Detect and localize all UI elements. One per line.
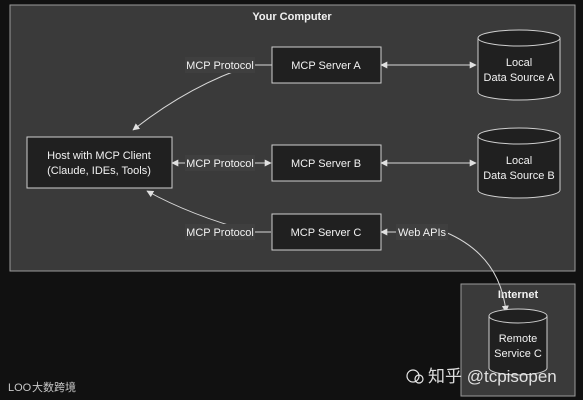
brand-logo: LOO [8, 382, 32, 394]
data-source-a-line1: Local [506, 57, 532, 69]
brand-watermark: LOO 大数跨境 [8, 380, 76, 394]
host-label-line1: Host with MCP Client [47, 150, 151, 162]
zhihu-logo-icon-secondary [414, 374, 424, 384]
server-a-node[interactable]: MCP Server A [271, 46, 382, 84]
zhihu-text: 知乎 @tcpisopen [428, 367, 557, 386]
data-source-b-line1: Local [506, 155, 532, 167]
edge-label-web-apis: Web APIs [396, 224, 448, 240]
edge-label-protocol-b: MCP Protocol [185, 155, 255, 171]
host-label-line2: (Claude, IDEs, Tools) [47, 165, 151, 177]
host-node[interactable]: Host with MCP Client (Claude, IDEs, Tool… [26, 136, 173, 189]
svg-text:MCP Protocol: MCP Protocol [186, 158, 254, 170]
remote-service-c-node[interactable]: Remote Service C [488, 308, 548, 376]
svg-text:MCP Protocol: MCP Protocol [186, 60, 254, 72]
zhihu-logo-icon [406, 369, 420, 383]
data-source-a-node[interactable]: Local Data Source A [477, 29, 561, 101]
server-b-label: MCP Server B [291, 158, 361, 170]
group-your-computer-title: Your Computer [252, 11, 332, 23]
data-source-b-node[interactable]: Local Data Source B [477, 127, 561, 199]
server-c-label: MCP Server C [291, 227, 362, 239]
server-c-node[interactable]: MCP Server C [271, 213, 382, 251]
brand-name: 大数跨境 [32, 380, 76, 394]
remote-service-line2: Service C [494, 348, 542, 360]
svg-text:MCP Protocol: MCP Protocol [186, 227, 254, 239]
data-source-a-line2: Data Source A [484, 72, 556, 84]
edge-label-protocol-c: MCP Protocol [185, 224, 255, 240]
server-a-label: MCP Server A [291, 60, 361, 72]
server-b-node[interactable]: MCP Server B [271, 144, 382, 182]
svg-text:Web APIs: Web APIs [398, 227, 447, 239]
zhihu-watermark: 知乎 @tcpisopen [406, 367, 557, 386]
edge-label-protocol-a: MCP Protocol [185, 57, 255, 73]
edge-server-c-remote [380, 228, 509, 313]
data-source-b-line2: Data Source B [483, 170, 555, 182]
remote-service-line1: Remote [499, 333, 538, 345]
